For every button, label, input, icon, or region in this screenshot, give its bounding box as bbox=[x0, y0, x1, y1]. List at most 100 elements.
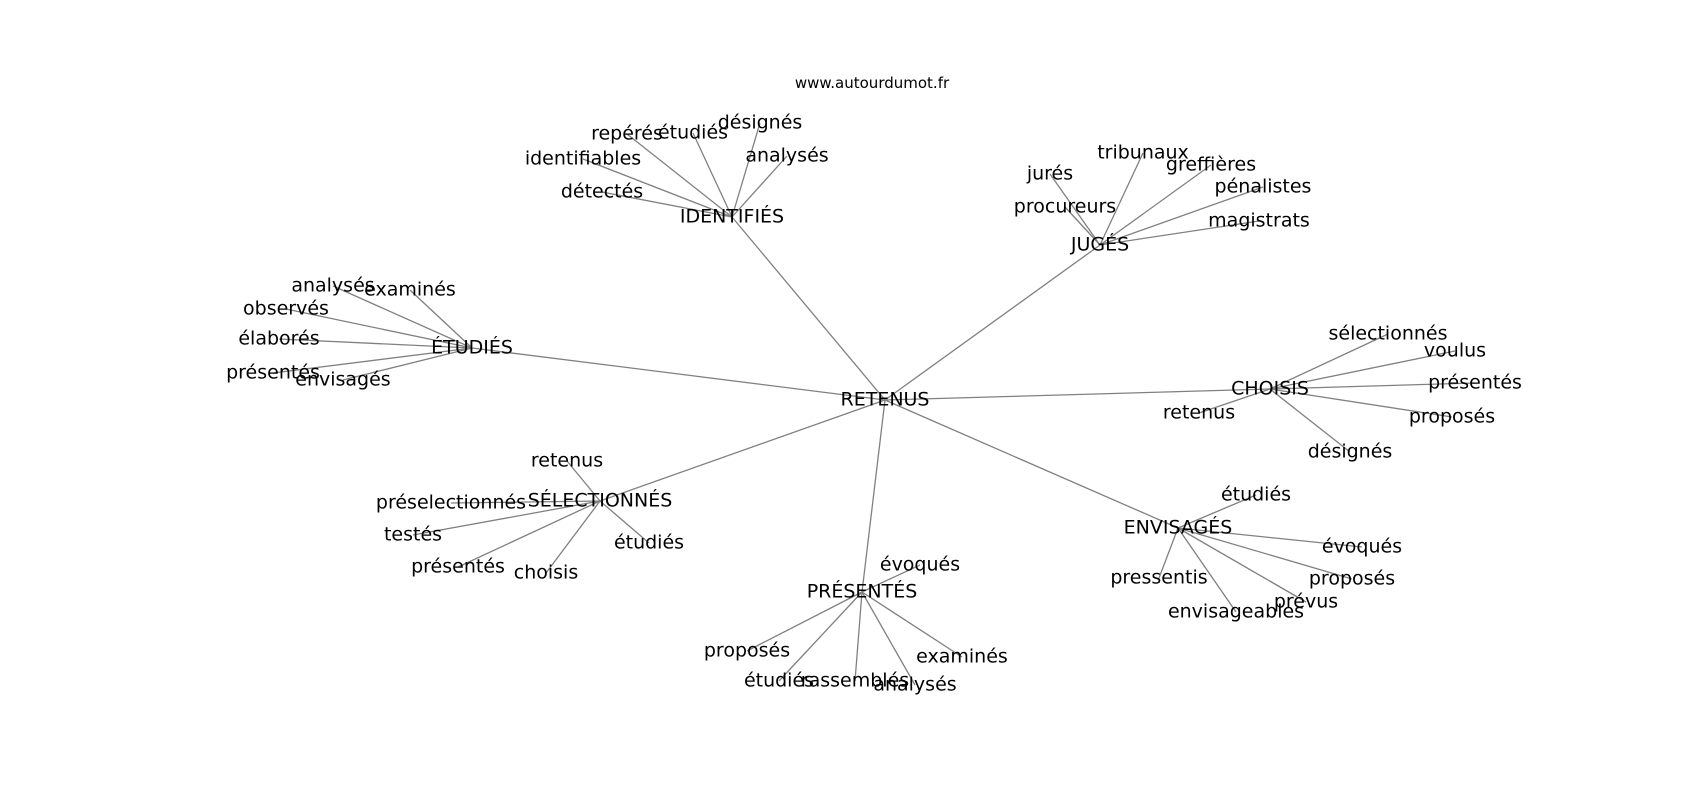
root-node-label: RETENUS bbox=[841, 389, 930, 411]
edge-branch-to-leaf bbox=[1269, 388, 1351, 453]
edge-branch-to-leaf bbox=[692, 132, 733, 218]
leaf-node-label: présentés bbox=[1428, 372, 1522, 394]
edge-branch-to-leaf bbox=[1269, 350, 1456, 390]
edge-branch-to-leaf bbox=[746, 591, 863, 652]
leaf-node-label: préselectionnés bbox=[376, 492, 526, 514]
edge-branch-to-leaf bbox=[285, 308, 473, 349]
edge-branch-to-leaf bbox=[626, 133, 733, 218]
edge-branch-to-leaf bbox=[566, 460, 601, 502]
branch-node-label: PRÉSENTÉS bbox=[807, 580, 918, 603]
edge-branch-to-leaf bbox=[1099, 152, 1144, 246]
leaf-node-label: étudiés bbox=[744, 670, 814, 692]
leaf-node-label: pénalistes bbox=[1215, 176, 1312, 198]
leaf-node-label: étudiés bbox=[614, 532, 684, 554]
edge-branch-to-leaf bbox=[278, 338, 473, 349]
edge-branch-to-leaf bbox=[1049, 173, 1101, 246]
leaf-node-label: évoqués bbox=[880, 554, 960, 576]
edge-root-to-branch bbox=[884, 244, 1101, 401]
edge-branch-to-leaf bbox=[1177, 494, 1257, 529]
leaf-node-label: proposés bbox=[704, 640, 790, 662]
edge-branch-to-leaf bbox=[1177, 527, 1307, 603]
leaf-node-label: tribunaux bbox=[1097, 142, 1189, 164]
leaf-node-label: proposés bbox=[1309, 568, 1395, 590]
leaf-node-label: évoqués bbox=[1322, 536, 1402, 558]
edge-branch-to-leaf bbox=[1099, 186, 1264, 246]
edge-branch-to-leaf bbox=[332, 285, 473, 349]
edge-root-to-branch bbox=[861, 399, 886, 593]
leaf-node-label: présentés bbox=[411, 556, 505, 578]
edge-branch-to-leaf bbox=[412, 500, 601, 536]
edge-root-to-branch bbox=[599, 399, 886, 502]
branch-node-label: JUGÉS bbox=[1070, 233, 1129, 256]
edge-branch-to-leaf bbox=[1158, 527, 1179, 579]
leaf-node-label: observés bbox=[243, 298, 329, 320]
edge-branch-to-leaf bbox=[601, 191, 733, 218]
edge-branch-to-leaf bbox=[1177, 527, 1363, 548]
edge-branch-to-leaf bbox=[1099, 164, 1212, 246]
leaf-node-label: greffières bbox=[1166, 154, 1256, 176]
edge-branch-to-leaf bbox=[778, 591, 863, 682]
edge-branch-to-leaf bbox=[457, 500, 601, 568]
leaf-node-label: magistrats bbox=[1208, 210, 1310, 232]
edge-root-to-branch bbox=[731, 216, 886, 401]
leaf-node-label: prévus bbox=[1274, 591, 1338, 613]
edges-layer bbox=[272, 122, 1476, 686]
edge-branch-to-leaf bbox=[545, 500, 601, 574]
branch-node-label: ENVISAGÉS bbox=[1124, 516, 1233, 539]
branch-node-label: ÉTUDIÉS bbox=[431, 336, 513, 359]
edge-branch-to-leaf bbox=[582, 158, 733, 218]
source-watermark: www.autourdumot.fr bbox=[795, 74, 950, 92]
leaf-node-label: envisagés bbox=[295, 369, 390, 391]
leaf-node-label: examinés bbox=[364, 279, 456, 301]
edge-branch-to-leaf bbox=[450, 500, 601, 504]
leaf-node-label: élaborés bbox=[238, 328, 319, 350]
edge-branch-to-leaf bbox=[1177, 527, 1237, 613]
edge-branch-to-leaf bbox=[342, 347, 473, 381]
leaf-node-label: analysés bbox=[291, 275, 374, 297]
edge-branch-to-leaf bbox=[1269, 382, 1476, 390]
edge-branch-to-leaf bbox=[409, 289, 473, 349]
leaf-node-label: examinés bbox=[916, 646, 1008, 668]
leaf-node-label: voulus bbox=[1424, 340, 1486, 362]
labels-layer: RETENUSIDENTIFIÉSrepérésétudiésdésignésa… bbox=[226, 112, 1522, 696]
leaf-node-label: présentés bbox=[226, 362, 320, 384]
edge-branch-to-leaf bbox=[599, 500, 650, 544]
edge-branch-to-leaf bbox=[1269, 388, 1453, 418]
edge-branch-to-leaf bbox=[272, 347, 473, 374]
edge-branch-to-leaf bbox=[1064, 206, 1101, 246]
leaf-node-label: jurés bbox=[1026, 163, 1073, 185]
leaf-node-label: pressentis bbox=[1110, 567, 1207, 589]
leaf-node-label: testés bbox=[384, 524, 442, 546]
leaf-node-label: étudiés bbox=[658, 122, 728, 144]
edge-root-to-branch bbox=[471, 347, 886, 401]
leaf-node-label: envisageables bbox=[1168, 601, 1304, 623]
edge-branch-to-leaf bbox=[861, 591, 963, 658]
leaf-node-label: repérés bbox=[591, 123, 663, 145]
leaf-node-label: étudiés bbox=[1221, 484, 1291, 506]
leaf-node-label: proposés bbox=[1409, 406, 1495, 428]
edge-branch-to-leaf bbox=[861, 591, 916, 686]
leaf-node-label: désignés bbox=[1308, 441, 1393, 463]
leaf-node-label: procureurs bbox=[1014, 196, 1116, 218]
edge-branch-to-leaf bbox=[1269, 333, 1389, 390]
edge-branch-to-leaf bbox=[861, 564, 921, 593]
edge-branch-to-leaf bbox=[731, 122, 761, 218]
leaf-node-label: sélectionnés bbox=[1328, 323, 1447, 345]
leaf-node-label: identifiables bbox=[525, 148, 641, 170]
leaf-node-label: désignés bbox=[718, 112, 803, 134]
leaf-node-label: retenus bbox=[531, 450, 603, 472]
edge-branch-to-leaf bbox=[731, 155, 788, 218]
edge-root-to-branch bbox=[884, 399, 1179, 529]
leaf-node-label: rassemblés bbox=[801, 670, 909, 692]
leaf-node-label: détectés bbox=[561, 181, 643, 203]
edge-root-to-branch bbox=[884, 388, 1271, 401]
branch-node-label: IDENTIFIÉS bbox=[680, 205, 784, 228]
edge-branch-to-leaf bbox=[1177, 527, 1353, 580]
leaf-node-label: analysés bbox=[873, 674, 956, 696]
leaf-node-label: retenus bbox=[1163, 402, 1235, 424]
branch-node-label: CHOISIS bbox=[1231, 378, 1309, 400]
branch-node-label: SÉLECTIONNÉS bbox=[528, 489, 673, 512]
leaf-node-label: choisis bbox=[514, 562, 578, 584]
edge-branch-to-leaf bbox=[1198, 388, 1271, 414]
